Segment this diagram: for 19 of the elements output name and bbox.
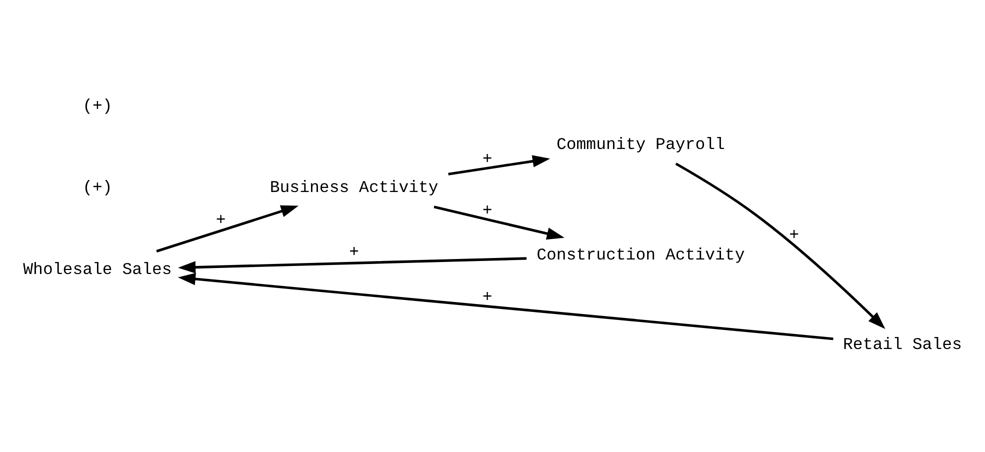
node-text: Business Activity (270, 178, 438, 198)
edge-label: + (482, 149, 492, 168)
node-text: Community Payroll (556, 134, 725, 154)
arrow (675, 162, 886, 329)
edge-label: + (482, 200, 492, 220)
node-text: Construction Activity (536, 245, 745, 264)
edge-label: + (349, 242, 360, 262)
node-text: Wholesale Sales (23, 260, 172, 279)
arrow (178, 257, 527, 274)
edge-label: + (789, 226, 800, 245)
label: (+) (82, 178, 112, 198)
arrow (448, 155, 550, 176)
arrow (156, 205, 299, 252)
arrow (434, 206, 564, 240)
arrow (178, 272, 834, 340)
label: (+) (82, 96, 112, 116)
node-text: Retail Sales (843, 335, 962, 354)
edge-label: + (216, 210, 226, 230)
edge-label: + (482, 288, 492, 307)
